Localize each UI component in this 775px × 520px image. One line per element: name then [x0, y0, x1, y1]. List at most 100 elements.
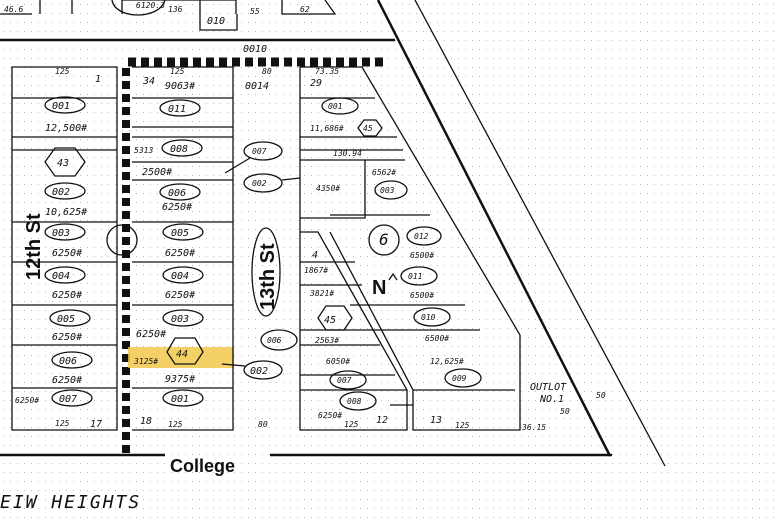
- area-label: 2563#: [315, 336, 339, 345]
- parcel-id[interactable]: 009: [452, 374, 467, 383]
- rail-line: [376, 0, 612, 457]
- hex-marker: [44, 147, 86, 177]
- north-arrow: N: [372, 277, 386, 299]
- parcel-id[interactable]: 008: [170, 144, 188, 155]
- area-label: 2500#: [142, 167, 173, 178]
- area-label: 6250#: [52, 290, 83, 301]
- hex-label: 45: [324, 315, 336, 326]
- area-label: 6250#: [52, 248, 83, 259]
- parcel-id[interactable]: 011: [168, 104, 186, 115]
- lot-number: 4: [312, 250, 318, 261]
- parcel-id[interactable]: 006: [168, 188, 186, 199]
- street-label-college: College: [170, 456, 235, 476]
- fragment-label: 62: [300, 5, 310, 14]
- dimension-label: 73.35: [315, 67, 339, 76]
- alley-code: 0010: [243, 44, 267, 55]
- outlot-label: OUTLOT: [530, 382, 567, 393]
- parcel-id[interactable]: 007: [337, 376, 352, 385]
- parcel-id[interactable]: 005: [171, 228, 189, 239]
- parcel-id[interactable]: 006: [59, 356, 77, 367]
- parcel-id[interactable]: 007: [59, 394, 77, 405]
- area-label: 6050#: [326, 357, 350, 366]
- area-label: 6250#: [52, 375, 83, 386]
- fragment-label: 136: [168, 5, 183, 14]
- area-label: 12,625#: [430, 357, 464, 366]
- hex-marker: [166, 337, 204, 365]
- area-label: 6250#: [165, 248, 196, 259]
- rail-line: [414, 0, 666, 467]
- north-arrow-icon: [388, 272, 398, 281]
- parcel-id[interactable]: 003: [52, 228, 70, 239]
- dimension-label: 125: [344, 420, 359, 429]
- area-label: 11,686#: [310, 124, 344, 133]
- dimension-label: 50: [560, 407, 570, 416]
- parcel-id[interactable]: 0014: [245, 81, 269, 92]
- parcel-id[interactable]: 001: [52, 101, 70, 112]
- parcel-id[interactable]: 007: [252, 147, 267, 156]
- area-label: 9375#: [165, 374, 196, 385]
- lot-number: 1: [95, 74, 101, 85]
- dimension-label: 125: [170, 67, 185, 76]
- parcel-id[interactable]: 002: [252, 179, 267, 188]
- area-label: 6250#: [165, 290, 196, 301]
- hex-label: 45: [363, 124, 373, 133]
- block-east: 73.35 29 001 11,686# 45 130.94 4350# 656…: [299, 66, 606, 432]
- street-label-13th: 13th St: [257, 243, 279, 310]
- lot-number: 34: [142, 76, 155, 87]
- fragment-label: 010: [207, 16, 225, 27]
- block-west: 125 1 001 12,500# 43 002 10,625# 003 625…: [11, 66, 138, 431]
- dimension-label: 130.94: [333, 149, 362, 158]
- parcel-id[interactable]: 002: [52, 187, 70, 198]
- parcel-id[interactable]: 001: [328, 102, 342, 111]
- parcel-id[interactable]: 008: [347, 397, 362, 406]
- hex-label: 44: [176, 349, 188, 360]
- parcel-id[interactable]: 012: [414, 232, 429, 241]
- circle-marker: [106, 224, 138, 256]
- parcel-id[interactable]: 010: [421, 313, 436, 322]
- area-label: 12,500#: [45, 123, 88, 134]
- parcel-id[interactable]: 003: [171, 314, 189, 325]
- dimension-label: 36.15: [521, 423, 546, 432]
- lot-number: 18: [140, 416, 152, 427]
- dimension-label: 125: [55, 419, 70, 428]
- parcel-id[interactable]: 005: [57, 314, 75, 325]
- area-label: 6250#: [52, 332, 83, 343]
- hex-label: 43: [57, 158, 69, 169]
- area-label: 6250#: [318, 411, 342, 420]
- lot-number: 17: [90, 419, 102, 430]
- dimension-label: 80: [258, 420, 268, 429]
- dimension-label: 125: [55, 67, 70, 76]
- area-label: 6562#: [372, 168, 396, 177]
- highlighted-parcel[interactable]: [128, 347, 234, 368]
- area-label: 3821#: [309, 289, 334, 298]
- area-label: 10,625#: [45, 207, 88, 218]
- parcel-id[interactable]: 002: [250, 366, 268, 377]
- area-label: 6500#: [410, 291, 434, 300]
- area-label: 6500#: [425, 334, 449, 343]
- lot-number: 12: [376, 415, 388, 426]
- dimension-label: 50: [596, 391, 606, 400]
- parcel-id[interactable]: 003: [380, 186, 395, 195]
- circle-label: 6: [379, 230, 389, 249]
- top-fragments: 46.6 136 6120.3 010 55 62: [0, 0, 395, 42]
- area-label: 6250#: [15, 396, 39, 405]
- parcel-id[interactable]: 004: [52, 271, 70, 282]
- area-label: 4350#: [316, 184, 340, 193]
- area-label: 5313: [134, 146, 153, 155]
- fragment-label: 55: [250, 7, 260, 16]
- parcel-id[interactable]: 001: [171, 394, 189, 405]
- area-label: 6250#: [162, 202, 193, 213]
- lot-number: 29: [310, 78, 322, 89]
- area-label: 3125#: [133, 357, 158, 366]
- dimension-label: 125: [455, 421, 470, 430]
- subdivision-name: EIW HEIGHTS: [0, 492, 141, 513]
- lot-number: 13: [430, 415, 442, 426]
- fragment-label: 46.6: [4, 5, 23, 14]
- parcel-id[interactable]: 011: [408, 272, 422, 281]
- street-label-12th: 12th St: [23, 213, 45, 280]
- center-labels: 0010 80 0014 007 002 006 002 80: [221, 44, 301, 429]
- area-label: 6500#: [410, 251, 434, 260]
- parcel-id[interactable]: 004: [171, 271, 189, 282]
- parcel-id[interactable]: 006: [267, 336, 282, 345]
